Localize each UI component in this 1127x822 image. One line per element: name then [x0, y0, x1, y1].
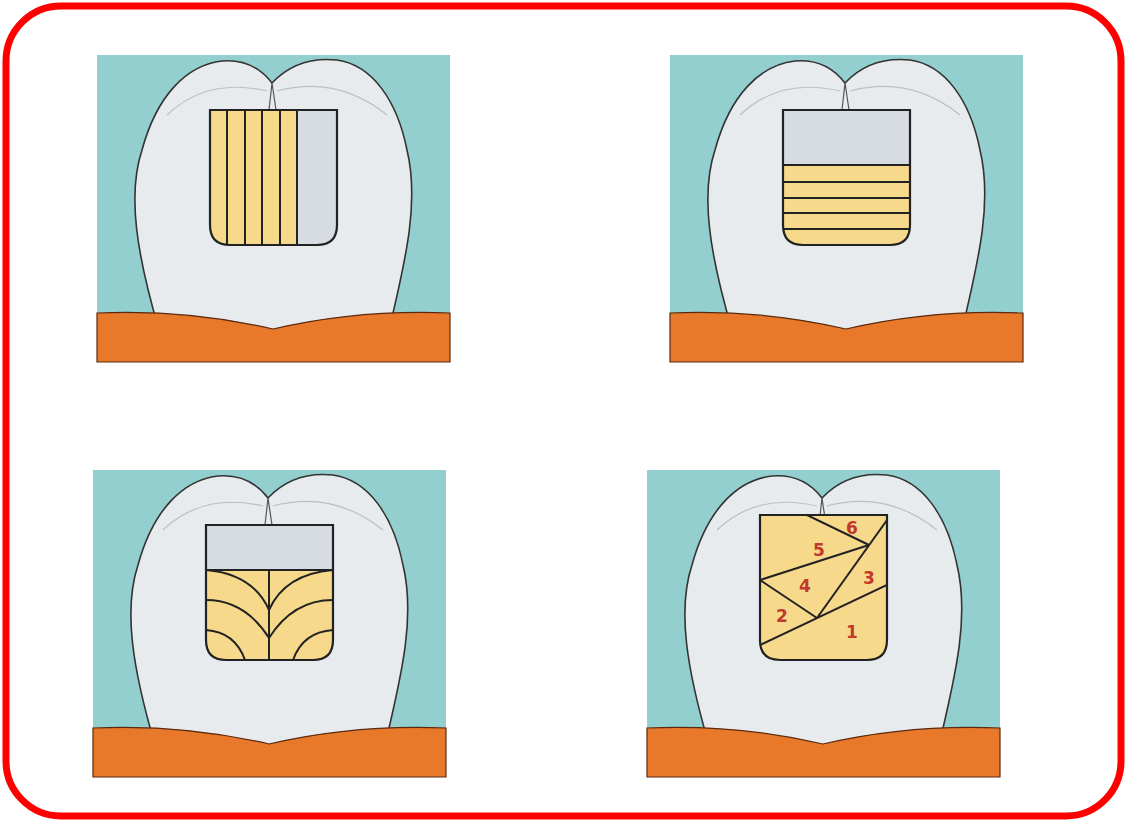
- horizontal-layering-panel: [670, 55, 1023, 362]
- increment-number: 2: [776, 608, 788, 625]
- vertical-layering-panel: [97, 55, 450, 362]
- frame-border: [6, 6, 1121, 816]
- increment-number: 1: [846, 624, 858, 641]
- increment-number: 5: [813, 542, 825, 559]
- cusp-layering-panel: [93, 470, 446, 777]
- increment-number: 6: [846, 520, 858, 537]
- increment-number: 3: [863, 570, 875, 587]
- oblique-layering-panel: [647, 470, 1000, 777]
- increment-number: 4: [799, 578, 811, 595]
